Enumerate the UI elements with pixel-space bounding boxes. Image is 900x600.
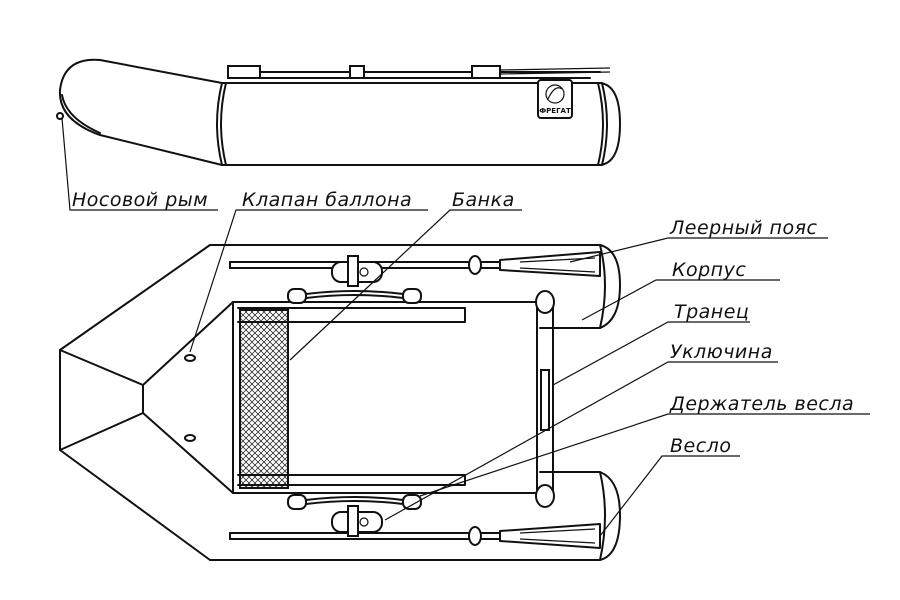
oar-top xyxy=(229,251,601,277)
label-valve: Клапан баллона xyxy=(242,189,412,211)
valve-mark xyxy=(184,354,196,362)
oarlock-top xyxy=(331,255,383,287)
tube-port xyxy=(209,244,621,329)
oarlock-bottom xyxy=(331,505,383,537)
label-rope: Леерный пояс xyxy=(669,217,818,239)
label-oarlock: Уключина xyxy=(670,341,773,363)
bow-outer xyxy=(59,244,211,561)
transom xyxy=(535,290,555,508)
leaders xyxy=(61,117,870,537)
side-bow xyxy=(58,58,223,166)
top-view xyxy=(59,244,621,561)
tube-starboard xyxy=(209,471,621,561)
bow-ring xyxy=(56,112,64,120)
brand-logo: ФРЕГАТ xyxy=(537,79,573,119)
label-bow-ring: Носовой рым xyxy=(72,189,208,211)
oar-holders xyxy=(287,288,422,510)
label-hull: Корпус xyxy=(672,259,746,281)
side-view: ФРЕГАТ xyxy=(56,58,621,166)
label-oar: Весло xyxy=(670,435,731,457)
bench xyxy=(239,309,289,489)
oar-bottom xyxy=(229,523,601,549)
side-tube xyxy=(221,82,621,166)
svg-text:ФРЕГАТ: ФРЕГАТ xyxy=(539,107,571,115)
label-transom: Транец xyxy=(674,301,749,323)
label-bench: Банка xyxy=(452,189,515,211)
valve-mark xyxy=(184,434,196,442)
label-oar-holder: Держатель весла xyxy=(669,393,854,415)
